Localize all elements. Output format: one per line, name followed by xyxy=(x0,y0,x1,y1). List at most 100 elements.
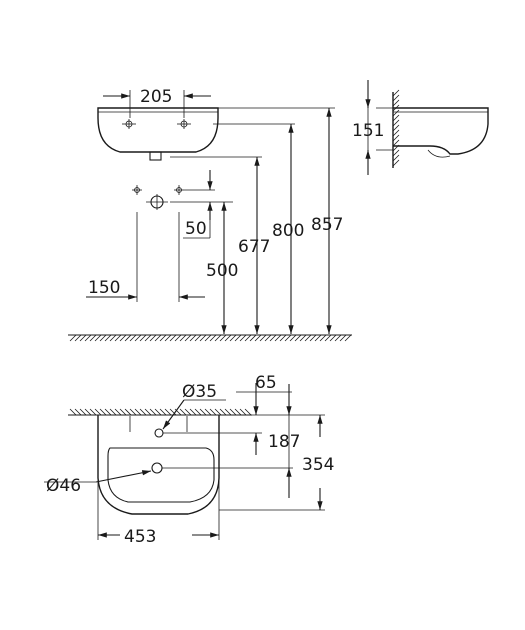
wall-hatch-stroke xyxy=(392,109,400,117)
floor-hatch-stroke xyxy=(259,334,267,342)
tap-hole xyxy=(154,428,164,438)
height-dimensions: 500 677 800 857 xyxy=(206,108,343,334)
wall-hatch-stroke xyxy=(164,408,172,416)
wall-hatch-stroke xyxy=(204,408,212,416)
floor-hatch-stroke xyxy=(219,334,227,342)
dim-basin-width: 453 xyxy=(124,527,156,547)
wall-hatch-stroke xyxy=(154,408,162,416)
dim-spacing-150: 150 xyxy=(88,278,120,298)
floor-hatch-stroke xyxy=(299,334,307,342)
floor-hatch-stroke xyxy=(89,334,97,342)
waste-outlet-stub xyxy=(149,151,162,161)
floor-hatch-stroke xyxy=(109,334,117,342)
floor-hatch-stroke xyxy=(324,334,332,342)
plan-view: Ø35 Ø46 65 187 354 453 xyxy=(44,373,334,547)
wall-hatch-stroke xyxy=(239,408,247,416)
wall-hatch-stroke xyxy=(392,129,400,137)
floor-hatch-stroke xyxy=(169,334,177,342)
floor-hatch-stroke xyxy=(269,334,277,342)
floor-hatch-stroke xyxy=(284,334,292,342)
wall-hatch-stroke xyxy=(114,408,122,416)
wall-hatch-stroke xyxy=(124,408,132,416)
floor-hatch-stroke xyxy=(309,334,317,342)
wall-hatch-stroke xyxy=(99,408,107,416)
floor-hatch-stroke xyxy=(104,334,112,342)
floor-hatch-stroke xyxy=(204,334,212,342)
floor-hatch-stroke xyxy=(74,334,82,342)
floor-hatch-stroke xyxy=(164,334,172,342)
wall-layout-view: 50 150 xyxy=(86,170,233,302)
floor-hatch-stroke xyxy=(154,334,162,342)
floor-hatch-stroke xyxy=(79,334,87,342)
dim-drain-offset: 50 xyxy=(185,219,207,239)
floor-hatch-stroke xyxy=(294,334,302,342)
floor-hatch-stroke xyxy=(344,334,352,342)
floor-hatch-stroke xyxy=(179,334,187,342)
side-elevation-view: 151 xyxy=(352,80,489,175)
floor-hatch-stroke xyxy=(274,334,282,342)
wall-hatch-stroke xyxy=(392,99,400,107)
dim-drain-diameter: Ø46 xyxy=(46,476,81,496)
basin-plan-outline xyxy=(97,415,220,515)
floor-hatch-stroke xyxy=(184,334,192,342)
floor-hatch-stroke xyxy=(264,334,272,342)
floor-hatch-stroke xyxy=(119,334,127,342)
tap-hole-mark-left xyxy=(122,119,136,129)
wall-tap-mark-right xyxy=(174,185,184,195)
wall-hatch-stroke xyxy=(139,408,147,416)
floor-hatch-stroke xyxy=(339,334,347,342)
wall-hatch-stroke xyxy=(392,124,400,132)
wall-hatch-stroke xyxy=(392,119,400,127)
dim-height-677: 677 xyxy=(238,237,270,257)
wall-hatch-stroke xyxy=(229,408,237,416)
wall-hatch-stroke xyxy=(392,134,400,142)
wall-hatch-stroke xyxy=(144,408,152,416)
dim-height-800: 800 xyxy=(272,221,304,241)
wall-hatch-stroke xyxy=(79,408,87,416)
wall-hatch-stroke xyxy=(392,94,400,102)
dim-side-depth: 151 xyxy=(352,121,384,141)
floor-hatch-stroke xyxy=(314,334,322,342)
wall-hatch-stroke xyxy=(119,408,127,416)
floor-hatch-stroke xyxy=(279,334,287,342)
wall-hatch-stroke xyxy=(134,408,142,416)
dim-tap-hole-offset: 65 xyxy=(255,373,277,393)
floor-hatch-stroke xyxy=(329,334,337,342)
wall-hatch-stroke xyxy=(209,408,217,416)
dim-front-width: 205 xyxy=(140,87,172,107)
floor-hatch-stroke xyxy=(189,334,197,342)
wall-hatch-stroke xyxy=(174,408,182,416)
floor-hatch-stroke xyxy=(319,334,327,342)
floor-hatch-stroke xyxy=(209,334,217,342)
wall-hatch-stroke xyxy=(224,408,232,416)
floor-hatch-stroke xyxy=(199,334,207,342)
floor-hatch-stroke xyxy=(214,334,222,342)
dim-height-500: 500 xyxy=(206,261,238,281)
floor-hatch-stroke xyxy=(129,334,137,342)
wall-hatch-stroke xyxy=(94,408,102,416)
wall-hatch-stroke xyxy=(392,139,400,147)
floor-hatch-stroke xyxy=(144,334,152,342)
floor-hatch-stroke xyxy=(134,334,142,342)
floor-hatch-stroke xyxy=(124,334,132,342)
floor-hatch-stroke xyxy=(239,334,247,342)
wall-hatch-stroke xyxy=(194,408,202,416)
dim-tap-hole-diameter: Ø35 xyxy=(182,382,217,402)
floor-hatch-stroke xyxy=(304,334,312,342)
wall-hatch-stroke xyxy=(234,408,242,416)
floor-hatch-stroke xyxy=(254,334,262,342)
drain-hole xyxy=(151,462,163,474)
floor-hatch-stroke xyxy=(194,334,202,342)
wall-hatch-stroke xyxy=(392,159,400,167)
dim-tap-hole-depth: 187 xyxy=(268,432,300,452)
floor-hatch-stroke xyxy=(84,334,92,342)
wall-hatch-stroke xyxy=(184,408,192,416)
wall-hatch-stroke xyxy=(214,408,222,416)
wall-hatch-stroke xyxy=(244,408,252,416)
wall-hatch-stroke xyxy=(179,408,187,416)
floor-hatch-stroke xyxy=(234,334,242,342)
wall-tap-mark-left xyxy=(132,185,142,195)
wall-hatch-stroke xyxy=(392,149,400,157)
wall-hatch-stroke xyxy=(84,408,92,416)
wall-hatch-stroke xyxy=(74,408,82,416)
